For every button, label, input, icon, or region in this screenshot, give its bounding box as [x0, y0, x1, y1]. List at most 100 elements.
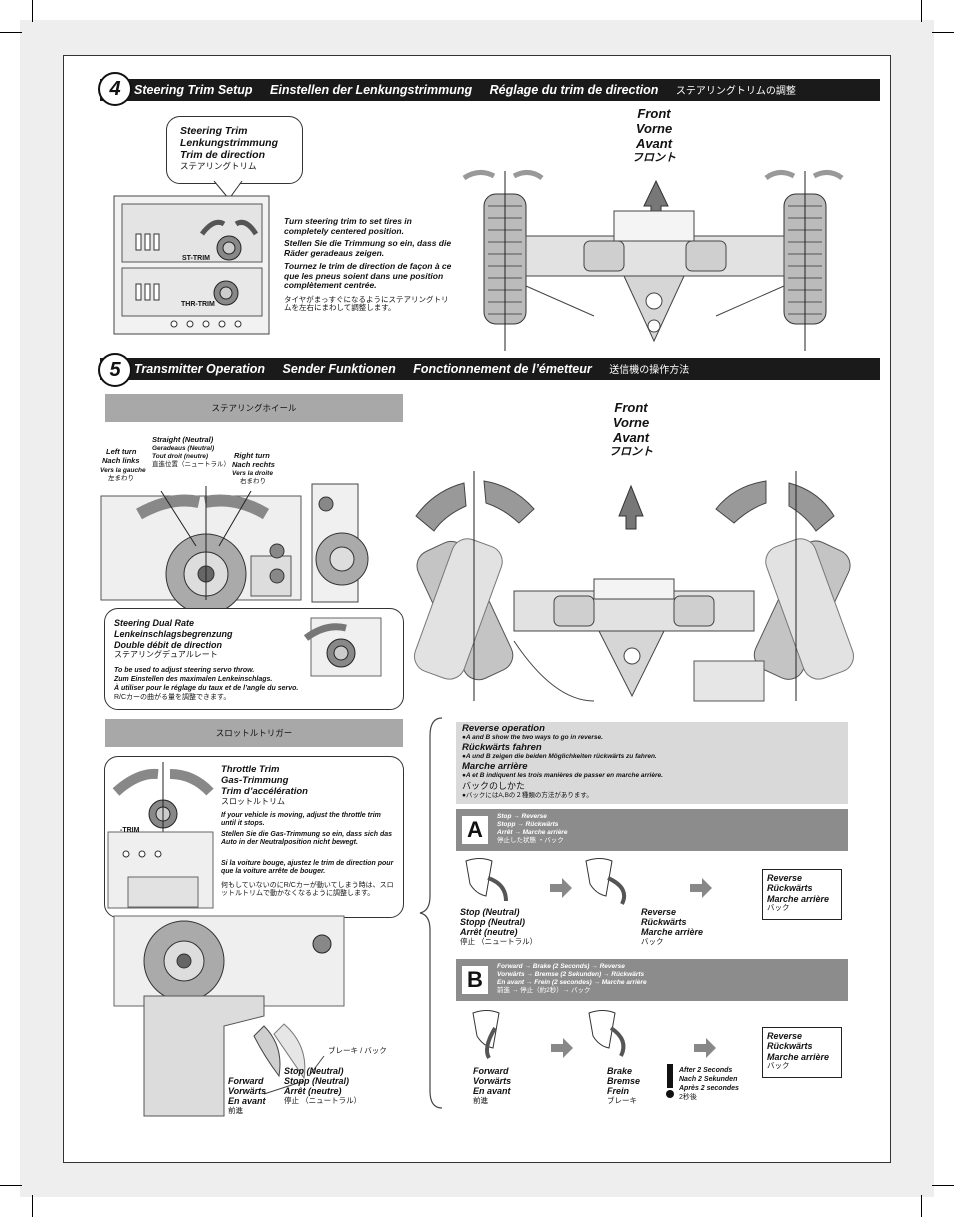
reverse-desc-de: ●A und B zeigen die beiden Möglichkeiten…	[462, 753, 657, 760]
dual-rate-desc-fr: À utiliser pour le réglage du taux et de…	[114, 685, 299, 692]
dual-rate-title-en: Steering Dual Rate	[114, 618, 195, 628]
reverse-desc-fr: ●A et B indiquent les trois manières de …	[462, 772, 663, 779]
steering-wheel-header-text: ステアリングホイール	[211, 403, 297, 413]
right-turn-label-fr: Vers la droite	[232, 470, 273, 477]
method-b-brake-fr: Frein	[607, 1086, 630, 1096]
method-b-letter: B	[462, 966, 488, 994]
throttle-trim-title-en: Throttle Trim	[221, 764, 280, 775]
steering-trim-title-jp: ステアリングトリム	[180, 161, 257, 171]
method-b-result-fr: Marche arrière	[767, 1051, 830, 1062]
right-turn-label-en: Right turn	[234, 451, 270, 460]
step5-title-bar: Transmitter Operation Sender Funktionen …	[100, 358, 880, 380]
method-a-result-jp: バック	[767, 903, 790, 913]
method-b-seq-fr: En avant → Frein (2 secondes) → Marche a…	[497, 979, 647, 986]
thr-trim-label: THR-TRIM	[181, 301, 215, 308]
step4-instruction-en: Turn steering trim to set tires in compl…	[284, 216, 412, 236]
method-b-seq-jp: 前進 → 停止（約2秒）→ バック	[497, 987, 591, 994]
throttle-trigger-header: スロットルトリガー	[105, 719, 403, 747]
straight-label-fr: Tout droit (neutre)	[152, 453, 209, 460]
throttle-trigger-illustration	[113, 915, 345, 1117]
right-turn-label-jp: 右まわり	[240, 478, 266, 485]
method-a-reverse-fr: Marche arrière	[641, 927, 704, 937]
method-a-stop-de: Stopp (Neutral)	[460, 917, 525, 927]
straight-label-de: Geradeaus (Neutral)	[152, 445, 215, 452]
trigger-forward-fr: En avant	[228, 1096, 266, 1106]
throttle-trim-title-de: Gas-Trimmung	[221, 775, 289, 786]
chassis-straight-illustration	[462, 170, 844, 351]
transmitter-top-illustration	[113, 195, 270, 335]
dual-rate-desc-en: To be used to adjust steering servo thro…	[114, 667, 255, 674]
reverse-desc-jp: ●バックにはA,Bの２種類の方法があります。	[462, 792, 593, 799]
exclamation-icon	[666, 1064, 675, 1098]
chassis-turning-illustration	[413, 471, 855, 702]
step4-title-de: Einstellen der Lenkungstrimmung	[270, 83, 473, 97]
step4-instruction-jp: タイヤがまっすぐになるようにステアリングトリムを左右にまわして調整します。	[284, 295, 449, 313]
throttle-trigger-header-text: スロットルトリガー	[215, 728, 293, 738]
step4-front-de: Vorne	[635, 121, 673, 136]
trigger-stop-en: Stop (Neutral)	[284, 1066, 344, 1076]
trigger-forward-jp: 前進	[228, 1106, 243, 1115]
steering-trim-title-de: Lenkungstrimmung	[180, 137, 279, 149]
method-b-after-jp: 2秒後	[679, 1094, 697, 1101]
method-a-seq-en: Stop → Reverse	[497, 813, 547, 820]
method-a-reverse-en: Reverse	[641, 907, 677, 917]
trigger-stop-fr: Arrêt (neutre)	[284, 1086, 342, 1096]
throttle-trim-knob-illustration	[107, 762, 214, 909]
method-b-after-fr: Après 2 secondes	[679, 1085, 739, 1092]
right-turn-label-de: Nach rechts	[232, 460, 275, 469]
step5-front-fr: Avant	[612, 430, 650, 445]
reverse-title-fr: Marche arrière	[462, 761, 528, 772]
throttle-trim-title-jp: スロットルトリム	[221, 797, 285, 806]
method-b-after-de: Nach 2 Sekunden	[679, 1076, 738, 1083]
step4-front-en: Front	[637, 106, 671, 121]
dual-rate-title-jp: ステアリングデュアルレート	[114, 650, 218, 659]
crop-mark	[932, 32, 954, 33]
method-a-bar	[456, 809, 848, 851]
brake-reverse-jp-label: ブレーキ / バック	[328, 1046, 387, 1055]
step5-title-fr: Fonctionnement de l’émetteur	[413, 362, 592, 376]
method-a-diagram	[465, 858, 712, 905]
manual-page: Steering Trim Setup Einstellen der Lenku…	[63, 55, 891, 1163]
crop-mark	[32, 0, 33, 22]
step4-number: 4	[98, 72, 132, 106]
crop-mark	[921, 1195, 922, 1217]
crop-mark	[0, 1185, 22, 1186]
method-b-result-de: Rückwärts	[767, 1041, 813, 1052]
reverse-title-en: Reverse operation	[462, 723, 545, 734]
steering-wheel-illustration	[100, 486, 302, 615]
step4-front-jp: フロント	[632, 152, 676, 164]
method-b-forward-jp: 前進	[473, 1096, 488, 1105]
throttle-trim-desc-fr: Si la voiture bouge, ajustez le trim de …	[221, 860, 394, 875]
method-b-seq-de: Vorwärts → Bremse (2 Sekunden) → Rückwär…	[497, 971, 645, 978]
straight-label-jp: 直進位置（ニュートラル）	[152, 461, 230, 468]
method-b-bar	[456, 959, 848, 1001]
method-b-diagram	[472, 1010, 716, 1060]
left-turn-label-fr: Vers la gauche	[100, 467, 146, 474]
method-b-result-box: Reverse Rückwärts Marche arrière バック	[762, 1027, 842, 1078]
crop-mark	[932, 1185, 954, 1186]
step5-front-jp: フロント	[609, 446, 653, 458]
method-a-seq-fr: Arrêt → Marche arrière	[497, 829, 568, 836]
method-a-result-de: Rückwärts	[767, 883, 813, 894]
method-a-stop-jp: 停止 （ニュートラル）	[460, 937, 538, 946]
method-b-brake-jp: ブレーキ	[607, 1096, 637, 1105]
steering-trim-title-en: Steering Trim	[180, 125, 248, 137]
steering-wheel-side-illustration	[311, 483, 369, 603]
method-a-reverse-de: Rückwärts	[641, 917, 687, 927]
throttle-trim-desc-de: Stellen Sie die Gas-Trimmung so ein, das…	[221, 831, 393, 846]
method-a-stop-fr: Arrêt (neutre)	[460, 927, 518, 937]
step4-title-en: Steering Trim Setup	[134, 83, 253, 97]
crop-mark	[0, 32, 22, 33]
trigger-stop-de: Stopp (Neutral)	[284, 1076, 349, 1086]
reverse-title-jp: バックのしかた	[462, 781, 526, 791]
method-a-result-box: Reverse Rückwärts Marche arrière バック	[762, 869, 842, 920]
throttle-trim-desc-en: If your vehicle is moving, adjust the th…	[221, 812, 381, 827]
left-turn-label-en: Left turn	[106, 447, 137, 456]
trigger-stop-jp: 停止 （ニュートラル）	[284, 1096, 362, 1105]
straight-label-en: Straight (Neutral)	[152, 435, 214, 444]
method-a-result-en: Reverse	[767, 873, 803, 883]
method-b-after-en: After 2 Seconds	[679, 1067, 733, 1074]
st-trim-label: ST-TRIM	[182, 255, 210, 262]
step5-front-de: Vorne	[612, 415, 650, 430]
method-b-forward-de: Vorwärts	[473, 1076, 512, 1086]
